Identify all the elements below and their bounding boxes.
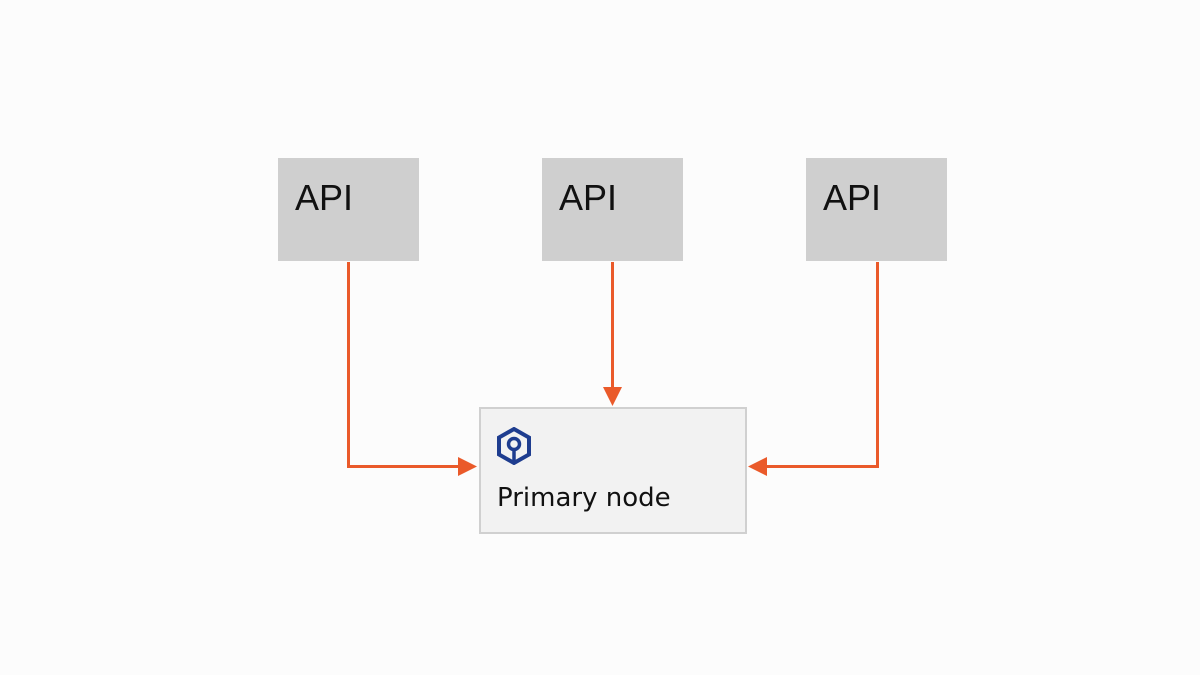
api-node-1: API — [278, 158, 419, 261]
api-node-label: API — [559, 177, 618, 218]
primary-node-label: Primary node — [497, 483, 671, 513]
api-node-3: API — [806, 158, 947, 261]
api-node-2: API — [542, 158, 683, 261]
connector-left — [347, 262, 466, 468]
arrowhead-right — [748, 457, 767, 476]
arrowhead-middle — [603, 387, 622, 406]
database-node-logo-icon — [497, 427, 531, 465]
api-node-label: API — [295, 177, 354, 218]
primary-node: Primary node — [479, 407, 747, 534]
connector-right — [762, 262, 879, 468]
arrowhead-left — [458, 457, 477, 476]
api-node-label: API — [823, 177, 882, 218]
